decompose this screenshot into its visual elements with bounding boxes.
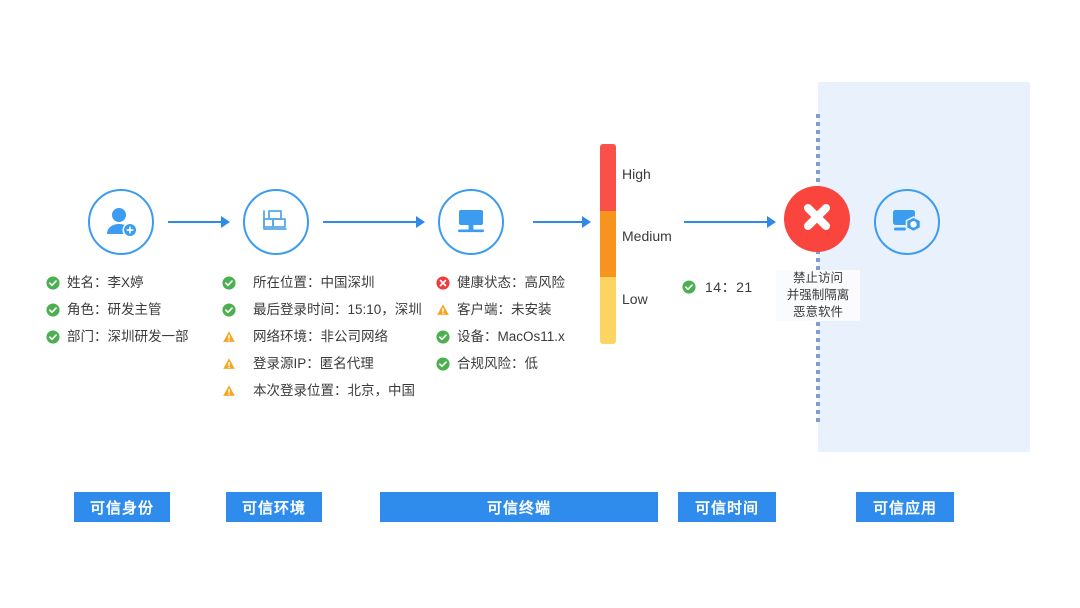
pillar-label-device[interactable]: 可信终端 bbox=[380, 492, 658, 522]
arrow-head bbox=[582, 216, 591, 228]
arrow-head bbox=[221, 216, 230, 228]
list-item: 本次登录位置：北京，中国 bbox=[222, 382, 422, 409]
user-add-icon bbox=[103, 204, 139, 240]
environment-attribute-list: 所在位置：中国深圳 最后登录时间：15:10，深圳 网络环境：非公司网络 登录源… bbox=[222, 274, 422, 409]
status-ok-icon bbox=[46, 303, 60, 317]
deny-caption-line-3: 恶意软件 bbox=[792, 305, 843, 319]
deny-caption-line-2: 并强制隔离 bbox=[786, 288, 850, 302]
list-item: 姓名：李X婷 bbox=[46, 274, 189, 301]
pillar-label-environment[interactable]: 可信环境 bbox=[226, 492, 322, 522]
status-ok-icon bbox=[436, 330, 450, 344]
list-item-label: 设备：MacOs11.x bbox=[457, 329, 565, 344]
arrow-shaft bbox=[323, 221, 417, 223]
desktop-monitor-icon bbox=[454, 205, 488, 239]
list-item-label: 客户端：未安装 bbox=[457, 302, 552, 317]
trusted-time-indicator: 14：21 bbox=[682, 277, 753, 297]
list-item-label: 部门：深圳研发一部 bbox=[67, 329, 189, 344]
status-ok-icon bbox=[222, 303, 236, 317]
status-ok-icon bbox=[222, 276, 236, 290]
pillar-label-application[interactable]: 可信应用 bbox=[856, 492, 954, 522]
arrow-shaft bbox=[533, 221, 583, 223]
list-item: 网络环境：非公司网络 bbox=[222, 328, 422, 355]
list-item-label: 所在位置：中国深圳 bbox=[253, 275, 375, 290]
list-item-label: 网络环境：非公司网络 bbox=[253, 329, 388, 344]
flow-arrow-identity-to-environment bbox=[168, 216, 230, 228]
arrow-shaft bbox=[684, 221, 768, 223]
status-warning-icon bbox=[436, 303, 450, 317]
brick-wall-icon bbox=[259, 205, 293, 239]
list-item-label: 合规风险：低 bbox=[457, 356, 538, 371]
deny-decision-badge[interactable] bbox=[784, 186, 850, 252]
risk-segment-high bbox=[600, 144, 616, 211]
list-item: 部门：深圳研发一部 bbox=[46, 328, 189, 355]
list-item-label: 最后登录时间：15:10，深圳 bbox=[253, 302, 422, 317]
node-identity[interactable] bbox=[88, 189, 154, 255]
arrow-head bbox=[767, 216, 776, 228]
trusted-application-zone bbox=[818, 82, 1030, 452]
device-attribute-list: 健康状态：高风险 客户端：未安装 设备：MacOs11.x 合规风险：低 bbox=[436, 274, 565, 382]
flow-arrow-risk-to-decision bbox=[684, 216, 776, 228]
risk-level-gauge bbox=[600, 144, 616, 344]
risk-label-low: Low bbox=[622, 291, 648, 307]
status-warning-icon bbox=[222, 357, 236, 371]
status-ok-icon bbox=[682, 280, 696, 294]
risk-label-medium: Medium bbox=[622, 228, 672, 244]
risk-segment-low bbox=[600, 277, 616, 344]
arrow-head bbox=[416, 216, 425, 228]
pillar-label-identity[interactable]: 可信身份 bbox=[74, 492, 170, 522]
trusted-time-value: 14：21 bbox=[705, 279, 753, 295]
list-item-label: 姓名：李X婷 bbox=[67, 275, 144, 290]
list-item-label: 本次登录位置：北京，中国 bbox=[253, 383, 415, 398]
list-item-label: 角色：研发主管 bbox=[67, 302, 162, 317]
node-environment[interactable] bbox=[243, 189, 309, 255]
status-ok-icon bbox=[46, 330, 60, 344]
list-item-label: 登录源IP：匿名代理 bbox=[253, 356, 374, 371]
deny-cross-icon bbox=[798, 198, 836, 241]
risk-label-high: High bbox=[622, 166, 651, 182]
status-warning-icon bbox=[222, 384, 236, 398]
arrow-shaft bbox=[168, 221, 222, 223]
identity-attribute-list: 姓名：李X婷 角色：研发主管 部门：深圳研发一部 bbox=[46, 274, 189, 355]
status-ok-icon bbox=[436, 357, 450, 371]
node-device[interactable] bbox=[438, 189, 504, 255]
list-item: 所在位置：中国深圳 bbox=[222, 274, 422, 301]
list-item-label: 健康状态：高风险 bbox=[457, 275, 565, 290]
pillar-label-time[interactable]: 可信时间 bbox=[678, 492, 776, 522]
deny-caption-line-1: 禁止访问 bbox=[792, 271, 843, 285]
flow-arrow-environment-to-device bbox=[323, 216, 425, 228]
status-error-icon bbox=[436, 276, 450, 290]
list-item: 客户端：未安装 bbox=[436, 301, 565, 328]
list-item: 角色：研发主管 bbox=[46, 301, 189, 328]
monitor-settings-icon bbox=[889, 204, 925, 240]
list-item: 登录源IP：匿名代理 bbox=[222, 355, 422, 382]
node-application[interactable] bbox=[874, 189, 940, 255]
deny-decision-caption: 禁止访问 并强制隔离 恶意软件 bbox=[776, 270, 860, 321]
list-item: 合规风险：低 bbox=[436, 355, 565, 382]
list-item: 健康状态：高风险 bbox=[436, 274, 565, 301]
status-warning-icon bbox=[222, 330, 236, 344]
risk-segment-medium bbox=[600, 210, 616, 278]
flow-arrow-device-to-risk bbox=[533, 216, 591, 228]
list-item: 设备：MacOs11.x bbox=[436, 328, 565, 355]
status-ok-icon bbox=[46, 276, 60, 290]
list-item: 最后登录时间：15:10，深圳 bbox=[222, 301, 422, 328]
